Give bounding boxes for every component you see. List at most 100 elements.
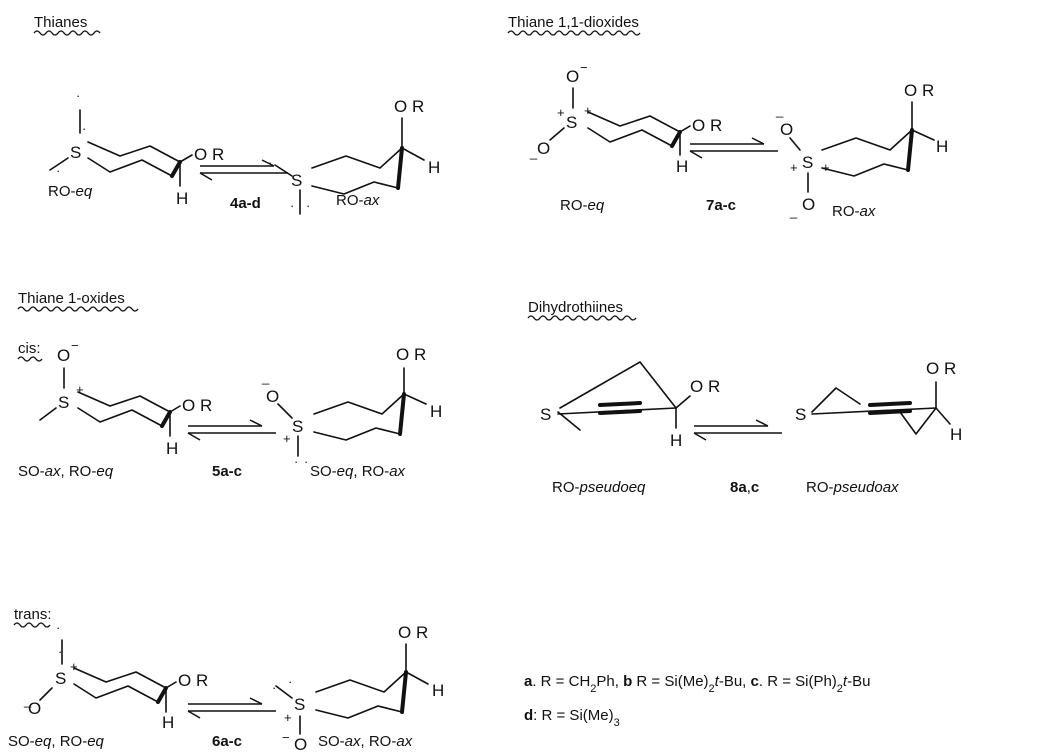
compound-5: 5a-c bbox=[212, 463, 242, 480]
legend-run: c bbox=[751, 673, 759, 690]
svg-text:cis:: cis: bbox=[18, 340, 41, 357]
thiane-ro-eq-structure: S · · · O R H bbox=[49, 88, 224, 208]
label-trans: trans: bbox=[13, 606, 52, 628]
svg-text:H: H bbox=[676, 157, 688, 176]
svg-text:·: · bbox=[304, 454, 308, 469]
svg-text:O: O bbox=[802, 195, 815, 214]
section-thianes: Thianes bbox=[33, 14, 101, 36]
svg-text:+: + bbox=[584, 103, 592, 118]
svg-text:·: · bbox=[288, 674, 292, 689]
svg-text:SO-eq, RO-ax: SO-eq, RO-ax bbox=[310, 463, 406, 480]
dihydrothiine-pseudoeq-structure: S O R H bbox=[540, 361, 720, 450]
svg-text:H: H bbox=[176, 189, 188, 208]
svg-text:O R: O R bbox=[904, 81, 934, 100]
svg-text:RO-ax: RO-ax bbox=[832, 203, 876, 220]
legend-run: b bbox=[623, 673, 632, 690]
svg-text:S: S bbox=[566, 113, 577, 132]
legend-run: -Bu, bbox=[719, 673, 751, 690]
legend-run: 2 bbox=[709, 683, 715, 695]
svg-text:SO-ax, RO-ax: SO-ax, RO-ax bbox=[318, 733, 413, 750]
caption-row2-left: SO-ax, RO-eq bbox=[18, 463, 114, 480]
svg-text:5a-c: 5a-c bbox=[212, 463, 242, 480]
legend-run: . R = CH bbox=[532, 673, 590, 690]
svg-text:O R: O R bbox=[178, 671, 208, 690]
svg-text:8a,c: 8a,c bbox=[730, 479, 759, 496]
legend-run: Ph, bbox=[596, 673, 623, 690]
dioxide-ro-eq-structure: S + + O − O _ O R H bbox=[529, 60, 722, 176]
caption-row3-right: SO-ax, RO-ax bbox=[318, 733, 413, 750]
section-dioxides: Thiane 1,1-dioxides bbox=[507, 14, 641, 36]
svg-text:Dihydrothiines: Dihydrothiines bbox=[528, 299, 623, 316]
caption-row2-right: SO-eq, RO-ax bbox=[310, 463, 406, 480]
svg-text:−: − bbox=[71, 338, 79, 353]
cis-oxide-so-ax-structure: S + O − O R H bbox=[39, 338, 212, 458]
legend-line-2: d: R = Si(Me)3 bbox=[524, 707, 620, 729]
trans-oxide-so-ax-structure: S + · · O − O R H bbox=[272, 623, 444, 752]
svg-text:O: O bbox=[57, 346, 70, 365]
svg-text:_: _ bbox=[261, 370, 270, 385]
svg-text:RO-ax: RO-ax bbox=[336, 192, 380, 209]
caption-dihydro-right: RO-pseudoax bbox=[806, 479, 899, 496]
svg-text:S: S bbox=[58, 393, 69, 412]
legend-line-1: a. R = CH2Ph, b R = Si(Me)2t-Bu, c. R = … bbox=[524, 673, 870, 695]
legend-run: 2 bbox=[590, 683, 596, 695]
section-dihydro: Dihydrothiines bbox=[527, 299, 637, 321]
legend-run: . R = Si(Ph) bbox=[759, 673, 837, 690]
svg-text:Thiane 1,1-dioxides: Thiane 1,1-dioxides bbox=[508, 14, 639, 31]
svg-text:H: H bbox=[162, 713, 174, 732]
svg-text:Thianes: Thianes bbox=[34, 14, 87, 31]
equilibrium-arrows-7 bbox=[689, 137, 779, 159]
svg-text:H: H bbox=[166, 439, 178, 458]
svg-text:+: + bbox=[557, 105, 565, 120]
svg-text:6a-c: 6a-c bbox=[212, 733, 242, 750]
caption-dihydro-left: RO-pseudoeq bbox=[552, 479, 646, 496]
svg-text:S: S bbox=[70, 143, 81, 162]
svg-text:S: S bbox=[292, 417, 303, 436]
svg-text:_: _ bbox=[23, 693, 32, 708]
svg-text:RO-pseudoeq: RO-pseudoeq bbox=[552, 479, 646, 496]
caption-row1-right: RO-ax bbox=[336, 192, 380, 209]
caption-row1-dioxide-right: RO-ax bbox=[832, 203, 876, 220]
svg-text:O R: O R bbox=[398, 623, 428, 642]
caption-row1-dioxide-left: RO-eq bbox=[560, 197, 605, 214]
svg-text:RO-eq: RO-eq bbox=[48, 183, 93, 200]
section-oxides: Thiane 1-oxides bbox=[17, 290, 139, 312]
svg-text:+: + bbox=[822, 160, 830, 175]
svg-text:S: S bbox=[540, 405, 551, 424]
svg-text:O R: O R bbox=[690, 377, 720, 396]
legend-run: R = Si(Me) bbox=[632, 673, 708, 690]
svg-text:−: − bbox=[282, 730, 290, 745]
legend-run: a bbox=[524, 673, 533, 690]
cis-oxide-so-eq-structure: S + O _ · · O R H bbox=[261, 345, 442, 469]
svg-text:SO-ax, RO-eq: SO-ax, RO-eq bbox=[18, 463, 114, 480]
svg-text:O R: O R bbox=[396, 345, 426, 364]
svg-text:H: H bbox=[428, 158, 440, 177]
legend-run: : R = Si(Me) bbox=[533, 707, 613, 724]
compound-4: 4a-d bbox=[230, 195, 261, 212]
svg-text:O: O bbox=[566, 67, 579, 86]
legend-run: 2 bbox=[837, 683, 843, 695]
svg-text:_: _ bbox=[529, 145, 538, 160]
svg-text:·: · bbox=[294, 454, 298, 469]
svg-text:S: S bbox=[55, 669, 66, 688]
compound-6: 6a-c bbox=[212, 733, 242, 750]
svg-text:O: O bbox=[537, 139, 550, 158]
svg-text:O R: O R bbox=[692, 116, 722, 135]
svg-text:·: · bbox=[76, 88, 80, 103]
svg-text:·: · bbox=[272, 680, 276, 695]
svg-text:S: S bbox=[802, 153, 813, 172]
legend-run: t bbox=[843, 673, 848, 690]
svg-text:7a-c: 7a-c bbox=[706, 197, 736, 214]
compound-8: 8a,c bbox=[730, 479, 759, 496]
svg-text:O R: O R bbox=[182, 396, 212, 415]
dihydrothiine-pseudoax-structure: S O R H bbox=[795, 359, 962, 444]
svg-text:RO-pseudoax: RO-pseudoax bbox=[806, 479, 899, 496]
svg-text:H: H bbox=[432, 681, 444, 700]
svg-text:SO-eq, RO-eq: SO-eq, RO-eq bbox=[8, 733, 105, 750]
svg-text:S: S bbox=[291, 171, 302, 190]
caption-row3-left: SO-eq, RO-eq bbox=[8, 733, 105, 750]
caption-row1-left: RO-eq bbox=[48, 183, 93, 200]
svg-text:·: · bbox=[268, 155, 272, 170]
legend-run: 3 bbox=[614, 717, 620, 729]
svg-text:O: O bbox=[266, 387, 279, 406]
